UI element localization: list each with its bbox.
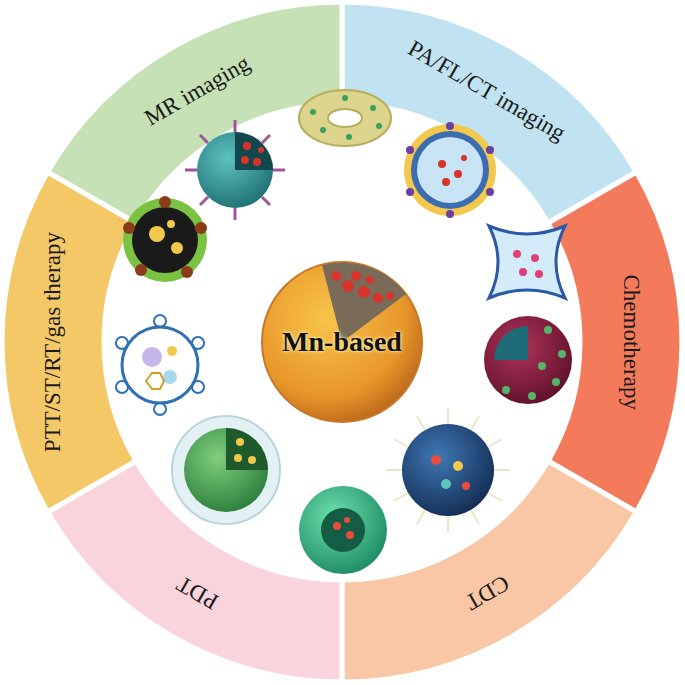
sphere	[184, 428, 268, 512]
fringe	[386, 408, 510, 532]
payload-dots	[333, 517, 354, 539]
core-title: Mn-based	[282, 326, 402, 358]
sphere	[197, 132, 273, 208]
sphere	[299, 486, 387, 574]
segment-title: CDT	[460, 569, 513, 615]
surface-dots	[123, 196, 207, 278]
ligand-spikes	[185, 120, 285, 220]
sphere	[402, 424, 494, 516]
segment-title: MR imaging	[140, 51, 254, 132]
polymer-loops	[116, 315, 204, 415]
nanoparticle	[404, 122, 496, 218]
nanoparticle	[299, 486, 387, 574]
core	[132, 207, 198, 273]
core-label: Mn-based	[276, 324, 408, 360]
nanoparticle	[484, 316, 572, 404]
nanoparticle	[386, 408, 510, 532]
torus-hole	[328, 109, 362, 127]
cargo	[163, 370, 177, 384]
payload-dots	[234, 438, 256, 464]
segment-title: PTT/ST/RT/gas therapy	[40, 232, 66, 452]
inner-disc	[106, 106, 578, 578]
payload-dots	[331, 271, 394, 303]
nanoparticle	[123, 196, 207, 282]
nanoparticle	[489, 226, 565, 298]
sphere	[484, 316, 572, 404]
torus	[299, 90, 391, 146]
cutaway	[235, 132, 273, 170]
segment-title: Chemotherapy	[618, 274, 644, 409]
cargo	[167, 346, 177, 356]
segment-label: Chemotherapy	[616, 268, 646, 415]
segment-label: PDT	[166, 565, 229, 619]
bilayer	[411, 131, 489, 209]
segment-band	[2, 172, 136, 512]
payload-dots	[513, 250, 543, 278]
cargo-molecule	[146, 373, 164, 389]
nanoparticle	[172, 416, 280, 524]
cutaway	[494, 326, 528, 360]
payload-dots	[241, 142, 264, 166]
shell	[172, 416, 280, 524]
nanoparticle	[116, 315, 204, 415]
core	[321, 508, 365, 552]
surface-dots	[502, 326, 566, 400]
star-shape	[489, 226, 565, 298]
core-nanoparticle	[262, 262, 422, 422]
surface-dots	[310, 95, 382, 140]
sphere	[262, 262, 422, 422]
segment-label: CDT	[454, 565, 519, 620]
cargo	[142, 347, 162, 367]
shell	[123, 198, 207, 282]
payload-dots	[431, 455, 470, 490]
payload-dots	[438, 155, 467, 186]
segment-label: PA/FL/CT imaging	[397, 31, 576, 152]
segment-label: PTT/ST/RT/gas therapy	[38, 226, 68, 458]
shell	[404, 124, 496, 216]
segment-title: PA/FL/CT imaging	[403, 36, 570, 147]
surface-dots	[406, 122, 494, 218]
nanoparticle	[185, 120, 285, 220]
core	[417, 137, 483, 203]
cutaway	[226, 428, 268, 470]
segment-title: PDT	[172, 570, 223, 615]
polymer-ring	[122, 327, 198, 403]
segment-label: MR imaging	[134, 46, 261, 137]
payload-dots	[149, 220, 183, 254]
nanoparticle	[299, 90, 391, 146]
